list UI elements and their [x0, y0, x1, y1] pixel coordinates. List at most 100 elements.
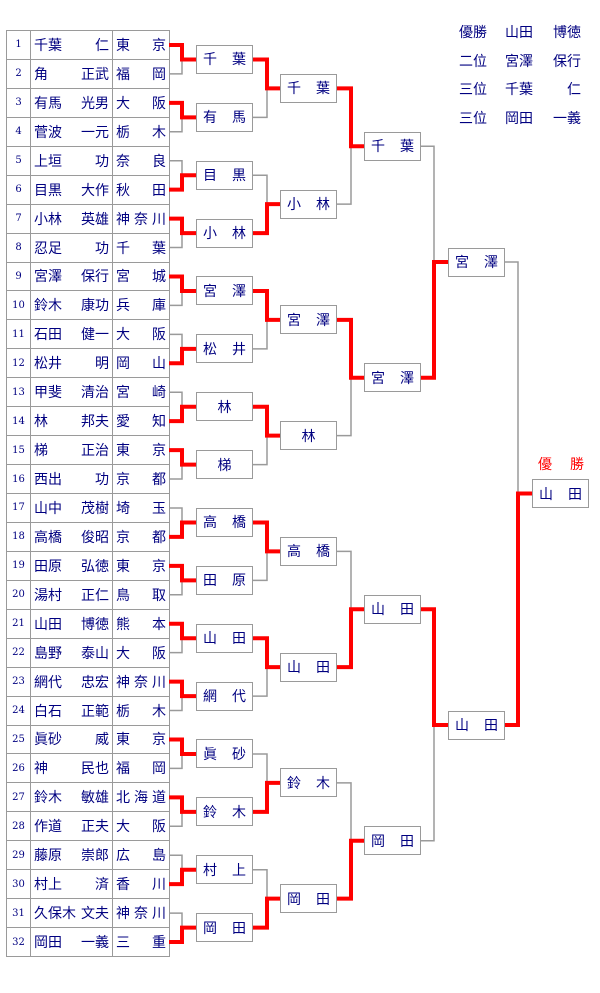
seed-number: 25 [7, 725, 30, 754]
legend-family-name: 宮澤 [505, 53, 533, 70]
glyph: 宮 [371, 370, 385, 387]
loser-connector-line [169, 638, 183, 654]
player-family-name: 久保木 [34, 906, 76, 923]
glyph: 田 [400, 833, 414, 850]
prefecture: 大阪 [113, 638, 169, 667]
prefecture: 神奈川 [113, 667, 169, 696]
prefecture: 広島 [113, 841, 169, 870]
loser-connector-line [337, 550, 352, 610]
seed-number: 29 [7, 841, 30, 870]
glyph: 兵 [116, 298, 130, 315]
glyph: 福 [116, 761, 130, 778]
glyph: 山 [152, 356, 166, 373]
legend-given-name: 仁 [567, 82, 581, 99]
player-given-name: 功 [95, 240, 109, 257]
glyph: 葉 [152, 240, 166, 257]
prefecture: 福岡 [113, 754, 169, 783]
winner-connector-line [169, 737, 196, 756]
round-1-winner-box: 梯 [196, 450, 253, 480]
prefecture: 大阪 [113, 88, 169, 117]
player-given-name: 俊昭 [81, 529, 109, 546]
loser-connector-line [253, 753, 268, 783]
loser-connector-line [169, 753, 183, 770]
glyph: 田 [232, 920, 246, 937]
glyph: 奈 [134, 211, 148, 228]
prefecture: 栃木 [113, 696, 169, 725]
player-given-name: 一元 [81, 124, 109, 141]
winner-connector-line [421, 607, 448, 727]
player-family-name: 眞砂 [34, 732, 62, 749]
player-given-name: 泰山 [81, 645, 109, 662]
player-family-name: 作道 [34, 819, 62, 836]
glyph: 村 [203, 862, 217, 879]
seed-number: 19 [7, 551, 30, 580]
glyph: 目 [203, 168, 217, 185]
glyph: 木 [316, 775, 330, 792]
glyph: 葉 [316, 81, 330, 98]
winner-connector-line [253, 202, 280, 236]
glyph: 三 [116, 935, 130, 952]
player-given-name: 清治 [81, 385, 109, 402]
player-family-name: 網代 [34, 674, 62, 691]
player-name-cell: 石田健一 [31, 320, 112, 349]
round-1-winner-box: 田原 [196, 565, 253, 595]
glyph: 澤 [232, 283, 246, 300]
player-given-name: 大作 [81, 182, 109, 199]
round-1-winner-box: 村上 [196, 855, 253, 885]
glyph: 宮 [455, 255, 469, 271]
glyph: 大 [116, 819, 130, 836]
player-family-name: 忍足 [34, 240, 62, 257]
round-3-winner-box: 岡田 [364, 826, 421, 856]
glyph: 京 [152, 443, 166, 460]
player-name-cell: 高橋俊昭 [31, 522, 112, 551]
glyph: 馬 [232, 110, 246, 127]
glyph: 高 [287, 544, 301, 561]
glyph: 網 [203, 689, 217, 706]
winner-connector-line [253, 636, 280, 670]
glyph: 神 [116, 906, 130, 923]
player-given-name: 功 [95, 153, 109, 170]
glyph: 阪 [152, 645, 166, 662]
glyph: 砂 [232, 746, 246, 763]
prefecture: 鳥取 [113, 580, 169, 609]
glyph: 木 [152, 124, 166, 141]
glyph: 庫 [152, 298, 166, 315]
winner-connector-line [505, 491, 532, 727]
prefecture: 大阪 [113, 320, 169, 349]
prefecture: 香川 [113, 870, 169, 899]
glyph: 千 [116, 240, 130, 257]
prefecture: 京都 [113, 465, 169, 493]
seed-number: 6 [7, 175, 30, 204]
loser-connector-line [169, 912, 183, 928]
loser-connector-line [253, 319, 268, 350]
glyph: 神 [116, 674, 130, 691]
glyph: 阪 [152, 819, 166, 836]
winner-connector-line [169, 448, 196, 467]
round-1-winner-box: 松井 [196, 334, 253, 364]
player-given-name: 健一 [81, 327, 109, 344]
player-name-cell: 千葉仁 [31, 31, 112, 59]
player-family-name: 湯村 [34, 587, 62, 604]
winner-connector-line [253, 896, 280, 930]
loser-connector-line [337, 782, 352, 841]
player-name-cell: 田原弘徳 [31, 551, 112, 580]
player-name-cell: 網代忠宏 [31, 667, 112, 696]
seed-number: 14 [7, 407, 30, 436]
player-name-cell: 島野 泰山 [31, 638, 112, 667]
loser-connector-line [169, 696, 183, 712]
legend-family-name: 山田 [505, 25, 533, 42]
winner-connector-line [169, 216, 196, 236]
round-1-winner-box: 網代 [196, 681, 253, 711]
player-family-name: 島野 [34, 645, 62, 662]
glyph: 京 [116, 472, 130, 489]
round-1-winner-box: 鈴木 [196, 797, 253, 827]
glyph: 愛 [116, 414, 130, 431]
loser-connector-line [169, 580, 183, 596]
player-family-name: 小林 [34, 211, 62, 228]
glyph: 岡 [287, 891, 301, 908]
player-name-cell: 岡田一義 [31, 928, 112, 956]
glyph: 原 [232, 573, 246, 590]
glyph: 千 [287, 81, 301, 98]
winner-connector-line [169, 621, 196, 641]
player-name-cell: 山田博徳 [31, 609, 112, 638]
